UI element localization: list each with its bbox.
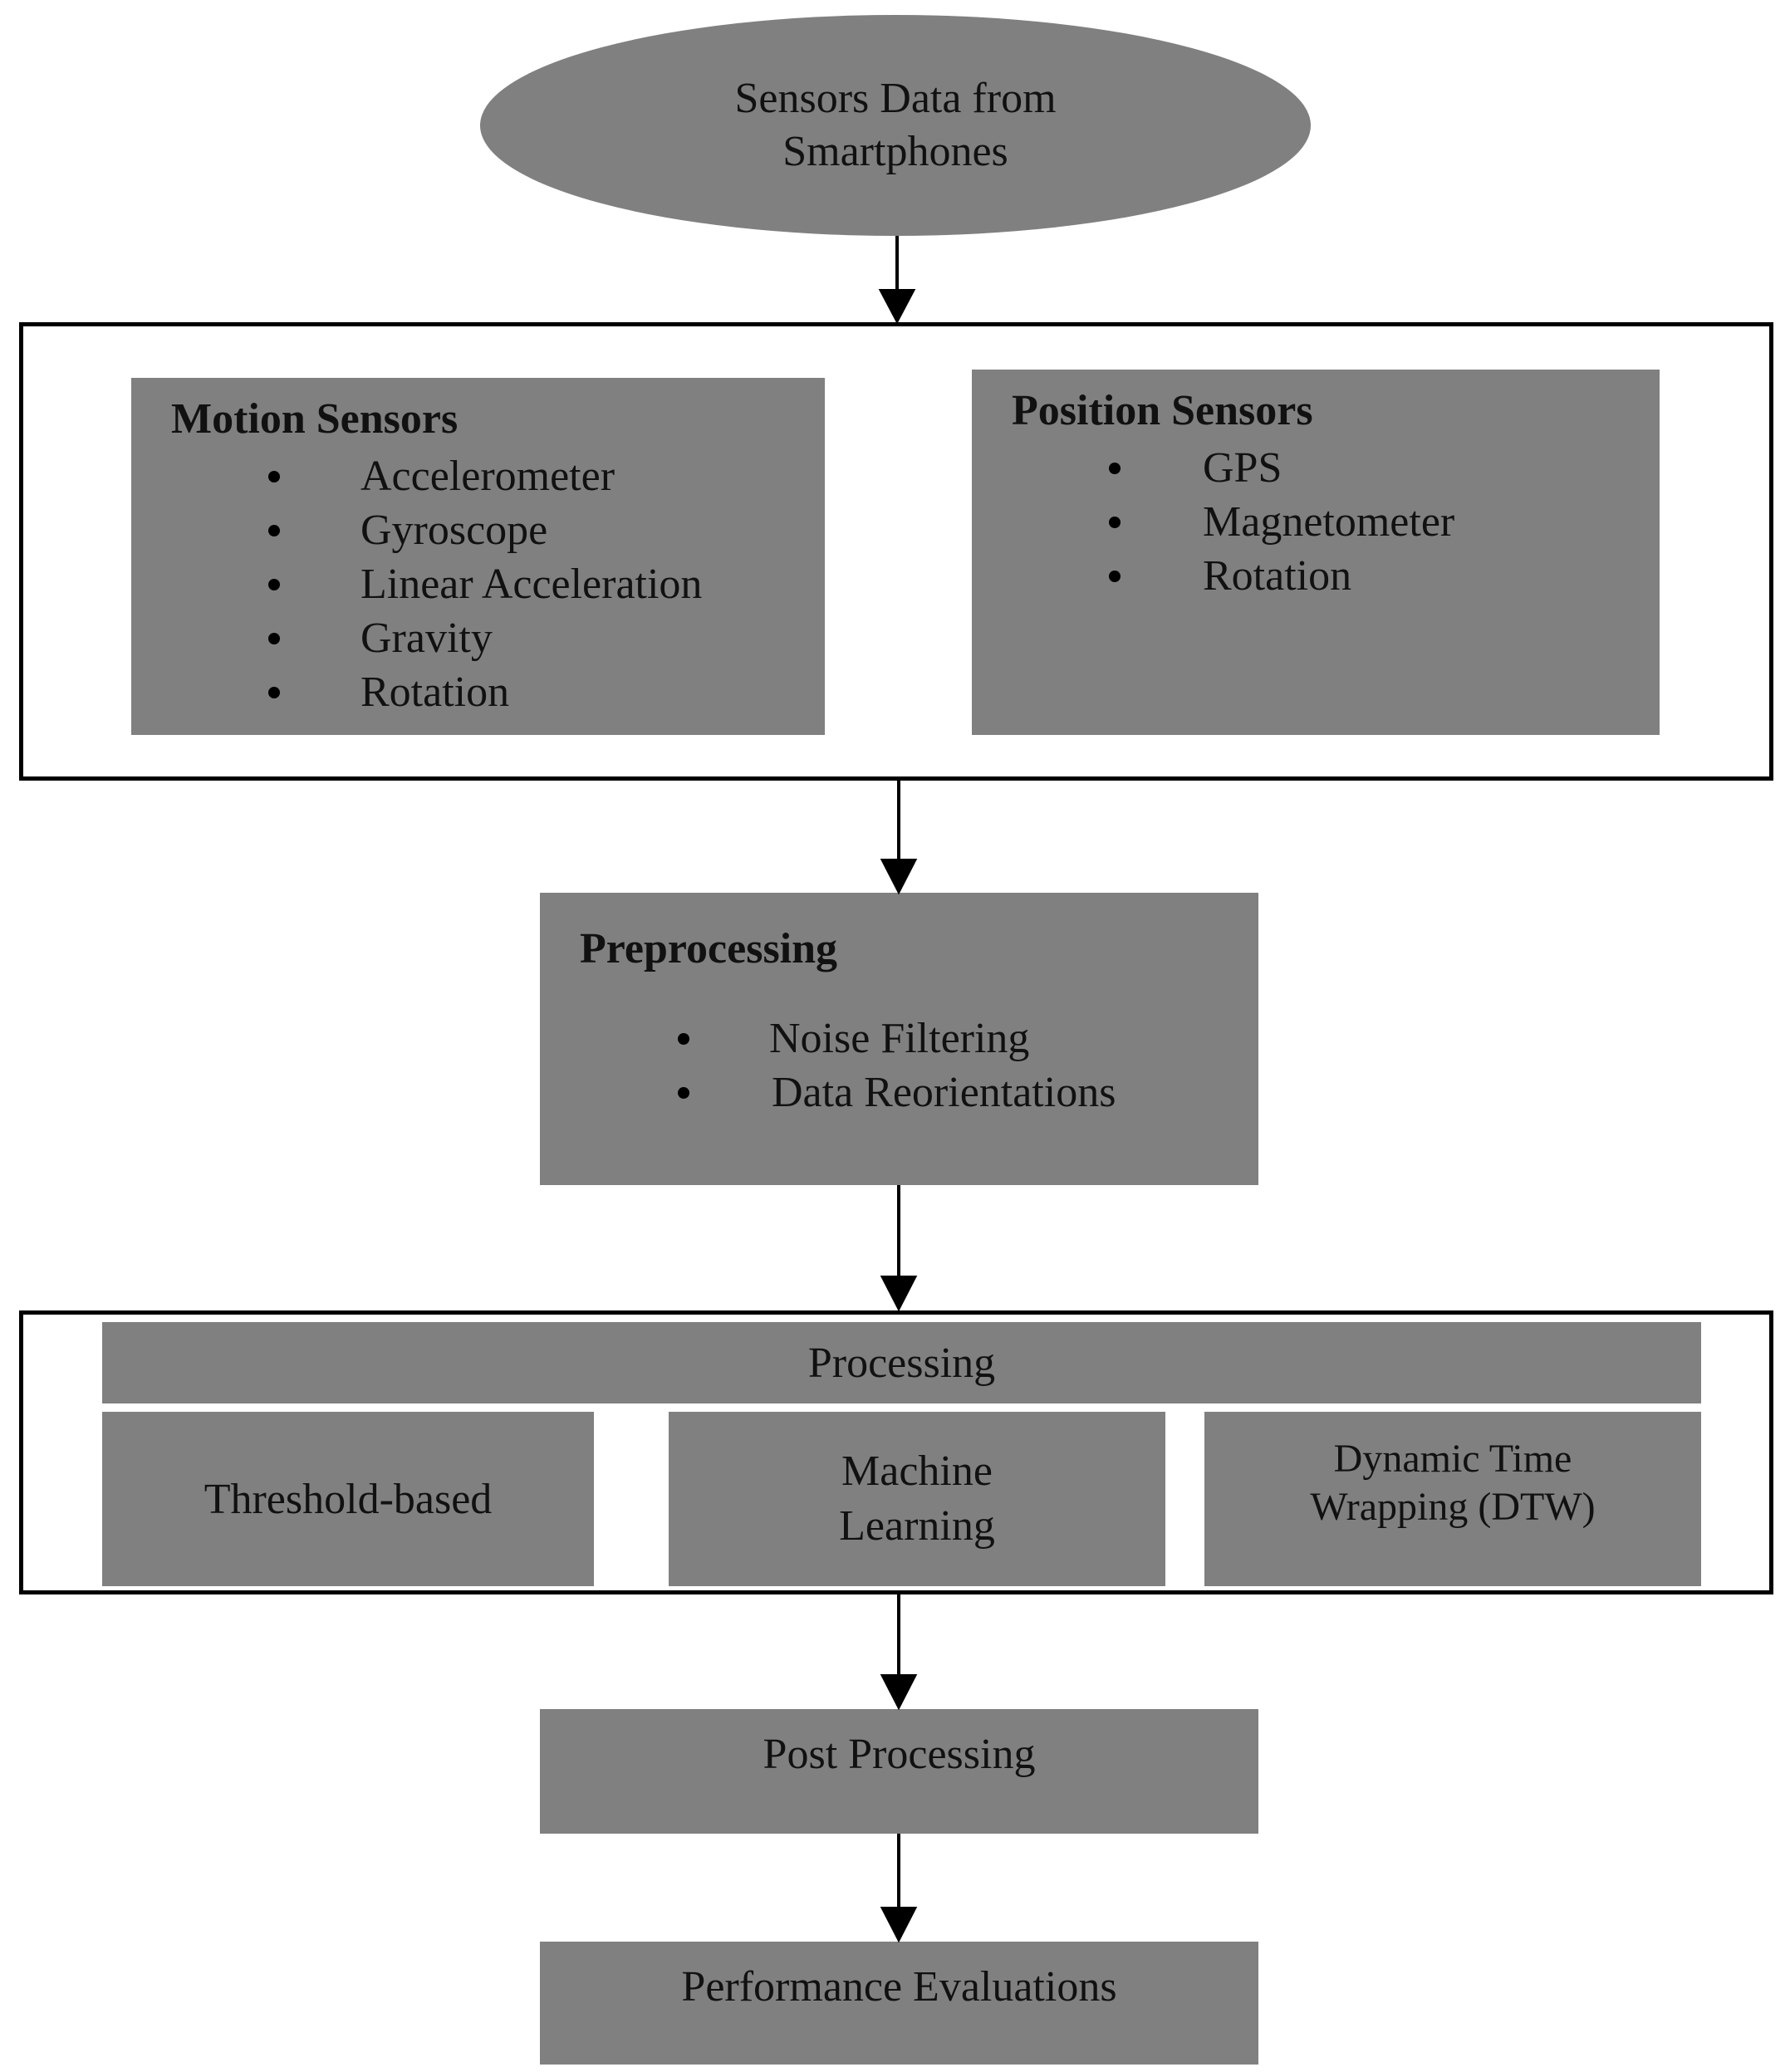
list-item-label: Data Reorientations bbox=[772, 1069, 1116, 1116]
list-item-label: Gyroscope bbox=[360, 507, 548, 554]
list-item: Accelerometer bbox=[131, 449, 825, 503]
bullet-icon bbox=[268, 579, 280, 590]
list-item: Noise Filtering bbox=[540, 1012, 1258, 1065]
list-item: Rotation bbox=[131, 665, 825, 719]
machine-learning-box: Machine Learning bbox=[669, 1412, 1165, 1586]
dtw-line-2: Wrapping (DTW) bbox=[1310, 1485, 1596, 1529]
list-item-label: Magnetometer bbox=[1203, 498, 1455, 546]
list-item-label: Linear Acceleration bbox=[360, 561, 703, 608]
bullet-icon bbox=[1109, 517, 1121, 528]
motion-sensors-title: Motion Sensors bbox=[171, 395, 459, 443]
list-item-label: Gravity bbox=[360, 615, 493, 662]
post-processing-label: Post Processing bbox=[763, 1731, 1036, 1778]
bullet-icon bbox=[1109, 571, 1121, 582]
list-item-label: Accelerometer bbox=[360, 453, 615, 500]
dtw-line-1: Dynamic Time bbox=[1333, 1437, 1572, 1481]
preprocessing-box: Preprocessing Noise Filtering Data Reori… bbox=[540, 893, 1258, 1185]
list-item-label: GPS bbox=[1203, 444, 1282, 492]
arrowhead-icon bbox=[878, 289, 916, 325]
post-processing-box: Post Processing bbox=[540, 1709, 1258, 1834]
bullet-icon bbox=[268, 525, 280, 536]
processing-group-frame bbox=[19, 1310, 1773, 1594]
bullet-icon bbox=[678, 1087, 689, 1099]
list-item: Gyroscope bbox=[131, 503, 825, 557]
arrowhead-icon bbox=[880, 859, 918, 895]
list-item: Data Reorientations bbox=[540, 1065, 1258, 1119]
bullet-icon bbox=[268, 687, 280, 698]
list-item-label: Rotation bbox=[1203, 552, 1352, 600]
bullet-icon bbox=[678, 1033, 689, 1045]
arrowhead-icon bbox=[880, 1276, 918, 1312]
list-item: Magnetometer bbox=[972, 495, 1660, 549]
motion-sensors-list: Accelerometer Gyroscope Linear Accelerat… bbox=[131, 449, 825, 719]
performance-evaluations-box: Performance Evaluations bbox=[540, 1942, 1258, 2065]
processing-header: Processing bbox=[102, 1322, 1701, 1403]
bullet-icon bbox=[268, 471, 280, 482]
list-item: Rotation bbox=[972, 549, 1660, 603]
list-item: Gravity bbox=[131, 611, 825, 665]
motion-sensors-box: Motion Sensors Accelerometer Gyroscope L… bbox=[131, 378, 825, 735]
dtw-box: Dynamic Time Wrapping (DTW) bbox=[1204, 1412, 1701, 1586]
list-item-label: Noise Filtering bbox=[769, 1015, 1030, 1062]
list-item: Linear Acceleration bbox=[131, 557, 825, 611]
position-sensors-title: Position Sensors bbox=[1012, 387, 1313, 434]
start-node-sensors-data: Sensors Data from Smartphones bbox=[480, 15, 1311, 236]
list-item-label: Rotation bbox=[360, 669, 510, 716]
preprocessing-title: Preprocessing bbox=[580, 925, 838, 972]
threshold-based-box: Threshold-based bbox=[102, 1412, 594, 1586]
bullet-icon bbox=[268, 633, 280, 644]
machine-learning-line-1: Machine bbox=[841, 1447, 993, 1495]
sensors-group-frame bbox=[19, 322, 1773, 781]
bullet-icon bbox=[1109, 463, 1121, 474]
start-node-line-1: Sensors Data from bbox=[734, 75, 1057, 122]
start-node-line-2: Smartphones bbox=[782, 128, 1008, 175]
preprocessing-list: Noise Filtering Data Reorientations bbox=[540, 1012, 1258, 1119]
performance-evaluations-label: Performance Evaluations bbox=[681, 1963, 1117, 2011]
arrowhead-icon bbox=[880, 1674, 918, 1711]
arrowhead-icon bbox=[880, 1907, 918, 1943]
list-item: GPS bbox=[972, 441, 1660, 495]
position-sensors-list: GPS Magnetometer Rotation bbox=[972, 441, 1660, 603]
machine-learning-line-2: Learning bbox=[839, 1502, 995, 1550]
position-sensors-box: Position Sensors GPS Magnetometer Rotati… bbox=[972, 370, 1660, 735]
